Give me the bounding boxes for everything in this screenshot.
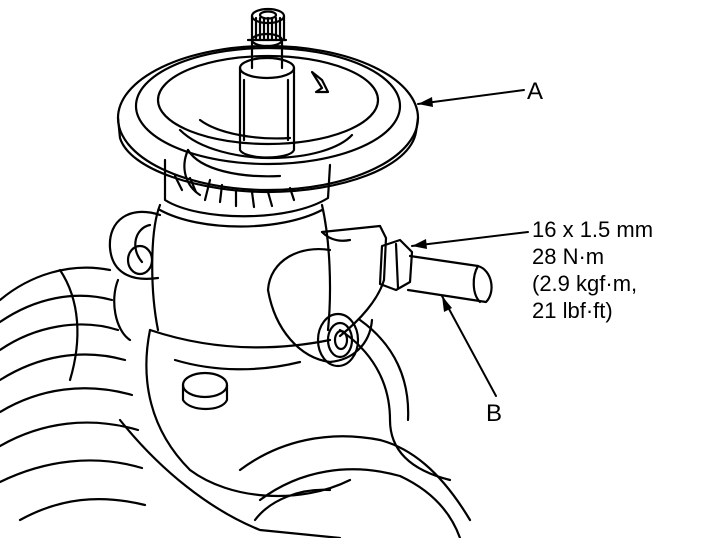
leader-lines: [411, 89, 529, 397]
dust-seal: [116, 44, 420, 194]
spec-line-torque-kgfm: (2.9 kgf·m,: [532, 271, 638, 296]
arrowhead-spec: [412, 239, 427, 249]
valve-body-lower: [118, 318, 472, 538]
leader-line-a: [417, 89, 525, 105]
housing-bolt: [181, 371, 229, 411]
spec-line-torque-lbfft: 21 lbf·ft): [532, 298, 613, 323]
leader-line-b: [441, 295, 497, 397]
callout-label-b: B: [486, 400, 503, 427]
arrowhead-a: [418, 97, 433, 107]
leader-line-spec: [411, 231, 529, 247]
leader-arrowheads: [412, 97, 452, 312]
torque-spec: 16 x 1.5 mm 28 N·m (2.9 kgf·m, 21 lbf·ft…: [532, 216, 653, 324]
pinion-shaft: [238, 7, 296, 159]
spec-line-torque-nm: 28 N·m: [532, 244, 605, 269]
arrowhead-b: [442, 296, 452, 312]
rack-boot: [0, 266, 147, 522]
flare-fitting: [378, 238, 493, 304]
valve-body: [108, 203, 388, 368]
spec-line-size: 16 x 1.5 mm: [532, 217, 654, 242]
callout-label-a: A: [527, 78, 544, 105]
